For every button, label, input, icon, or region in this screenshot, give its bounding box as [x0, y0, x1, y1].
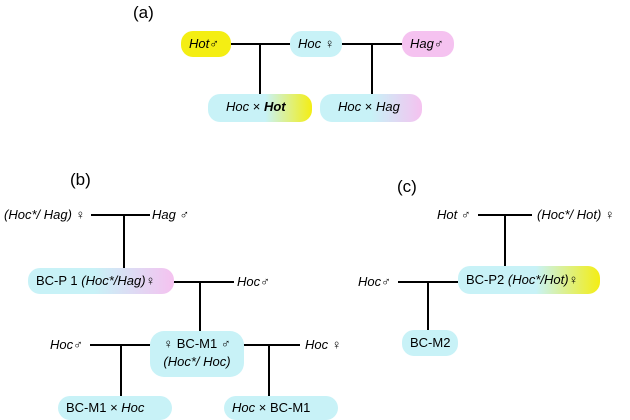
a-child2-right: Hag [375, 99, 400, 114]
female-symbol: ♀ [604, 207, 615, 222]
b-child-bcm1-x-hoc: BC-M1 × Hoc [58, 396, 172, 420]
b-top-female-genotype: (Hoc*/ Hag) [4, 207, 72, 222]
male-symbol: ♂ [381, 274, 391, 289]
b-bcp1-prefix: BC-P 1 [36, 273, 78, 288]
cross-symbol: × [258, 400, 267, 415]
male-symbol: ♂ [179, 207, 190, 222]
b-top-male-parent: Hag ♂ [152, 206, 189, 224]
cross-symbol: × [364, 99, 373, 114]
b-hoc-male-mid-text: Hoc [237, 274, 261, 289]
b-hoc-female-right: Hoc ♀ [305, 336, 342, 354]
b-bcm1-line2: (Hoc*/ Hoc) [150, 353, 244, 371]
male-symbol: ♂ [460, 207, 471, 222]
a-child-hoc-x-hag: Hoc × Hag [320, 94, 422, 122]
b-hoc-male-mid: Hoc♂ [237, 273, 270, 291]
female-symbol: ♀ [145, 273, 156, 288]
b-child-left-b: Hoc [121, 400, 145, 415]
b-bcm1-line1: ♀ BC-M1 ♂ [150, 335, 244, 353]
b-bcp1-genotype: (Hoc*/Hag) [81, 273, 146, 288]
a-hot-text: Hot [189, 36, 210, 51]
b-hoc-male-left-text: Hoc [50, 337, 74, 352]
c-hot-male-text: Hot [437, 207, 458, 222]
a-hoc-text: Hoc [298, 36, 322, 51]
a-child1-left: Hoc [226, 99, 250, 114]
b-child-left-a: BC-M1 [66, 400, 107, 415]
b-child-hoc-x-bcm1: Hoc × BC-M1 [224, 396, 338, 420]
a-child2-left: Hoc [338, 99, 362, 114]
b-bcm1-node: ♀ BC-M1 ♂ (Hoc*/ Hoc) [150, 331, 244, 377]
female-symbol: ♀ [331, 337, 342, 352]
male-symbol: ♂ [73, 337, 83, 352]
c-bcp2-prefix: BC-P2 [466, 272, 505, 287]
c-bcm2-node: BC-M2 [402, 330, 458, 356]
panel-label-a: (a) [133, 3, 154, 22]
cross-symbol: × [110, 400, 118, 415]
male-symbol: ♂ [220, 336, 231, 351]
b-top-male-genotype: Hag [152, 207, 176, 222]
b-bcm1-label: BC-M1 [176, 336, 218, 351]
b-hoc-male-left: Hoc♂ [50, 336, 83, 354]
female-symbol: ♀ [163, 336, 174, 351]
male-symbol: ♂ [433, 36, 444, 51]
panel-label-c: (c) [397, 177, 417, 196]
a-parent-hoc-female: Hoc ♀ [290, 31, 342, 57]
b-bcp1-female: BC-P 1 (Hoc*/Hag)♀ [28, 268, 174, 294]
c-bcp2-genotype: (Hoc*/Hot) [507, 272, 569, 287]
female-symbol: ♀ [568, 272, 579, 287]
c-hot-male-parent: Hot ♂ [437, 206, 471, 224]
male-symbol: ♂ [209, 36, 219, 51]
c-hoc-male: Hoc♂ [358, 273, 391, 291]
a-parent-hot-male: Hot♂ [181, 31, 231, 57]
cross-symbol: × [252, 99, 261, 114]
b-bcm1-genotype: (Hoc*/ Hoc) [163, 354, 231, 369]
b-child-right-b: BC-M1 [269, 400, 311, 415]
panel-label-b: (b) [70, 170, 91, 189]
b-hoc-female-right-text: Hoc [305, 337, 329, 352]
a-child-hoc-x-hot: Hoc × Hot [208, 94, 312, 122]
a-parent-hag-male: Hag♂ [402, 31, 454, 57]
female-symbol: ♀ [324, 36, 335, 51]
c-bcp2-female: BC-P2 (Hoc*/Hot)♀ [458, 266, 600, 294]
c-hoc-hot-female-parent: (Hoc*/ Hot) ♀ [537, 206, 615, 224]
b-child-right-a: Hoc [232, 400, 256, 415]
c-bcm2-label: BC-M2 [410, 335, 451, 350]
a-child1-right: Hot [263, 99, 286, 114]
c-hoc-hot-female-genotype: (Hoc*/ Hot) [537, 207, 602, 222]
female-symbol: ♀ [75, 207, 86, 222]
c-hoc-male-text: Hoc [358, 274, 382, 289]
a-hag-text: Hag [410, 36, 434, 51]
male-symbol: ♂ [260, 274, 270, 289]
b-top-female-parent: (Hoc*/ Hag) ♀ [4, 206, 85, 224]
